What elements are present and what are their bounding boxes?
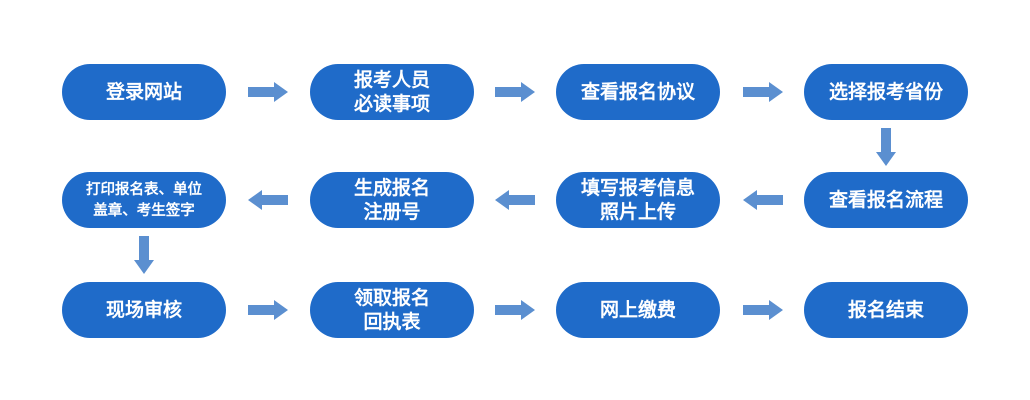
arrow-right-icon — [248, 300, 288, 320]
arrow-right-icon — [495, 82, 535, 102]
step-label: 领取报名 回执表 — [353, 287, 430, 333]
step-print-form-stamp-sign: 打印报名表、单位 盖章、考生签字 — [62, 172, 226, 228]
step-label: 登录网站 — [105, 81, 182, 103]
arrow-down-icon — [876, 128, 896, 166]
step-label: 打印报名表、单位 盖章、考生签字 — [86, 181, 202, 219]
step-label: 报考人员 必读事项 — [353, 69, 430, 115]
arrow-right-icon — [743, 300, 783, 320]
step-label: 填写报考信息 照片上传 — [580, 177, 695, 223]
step-label: 查看报名流程 — [828, 189, 943, 211]
step-select-province: 选择报考省份 — [804, 64, 968, 120]
step-label: 选择报考省份 — [828, 81, 943, 103]
arrow-right-icon — [743, 82, 783, 102]
step-generate-registration-number: 生成报名 注册号 — [310, 172, 474, 228]
step-view-agreement: 查看报名协议 — [556, 64, 720, 120]
arrow-down-icon — [134, 236, 154, 274]
arrow-left-icon — [495, 190, 535, 210]
step-online-payment: 网上缴费 — [556, 282, 720, 338]
step-fill-info-upload-photo: 填写报考信息 照片上传 — [556, 172, 720, 228]
step-registration-complete: 报名结束 — [804, 282, 968, 338]
arrow-right-icon — [248, 82, 288, 102]
step-collect-receipt: 领取报名 回执表 — [310, 282, 474, 338]
step-label: 查看报名协议 — [580, 81, 695, 103]
step-label: 生成报名 注册号 — [353, 177, 430, 223]
arrow-left-icon — [248, 190, 288, 210]
step-login-website: 登录网站 — [62, 64, 226, 120]
arrow-right-icon — [495, 300, 535, 320]
step-onsite-review: 现场审核 — [62, 282, 226, 338]
step-label: 现场审核 — [105, 299, 182, 321]
step-required-reading: 报考人员 必读事项 — [310, 64, 474, 120]
step-label: 网上缴费 — [599, 299, 676, 321]
step-label: 报名结束 — [847, 299, 924, 321]
step-view-process: 查看报名流程 — [804, 172, 968, 228]
arrow-left-icon — [743, 190, 783, 210]
